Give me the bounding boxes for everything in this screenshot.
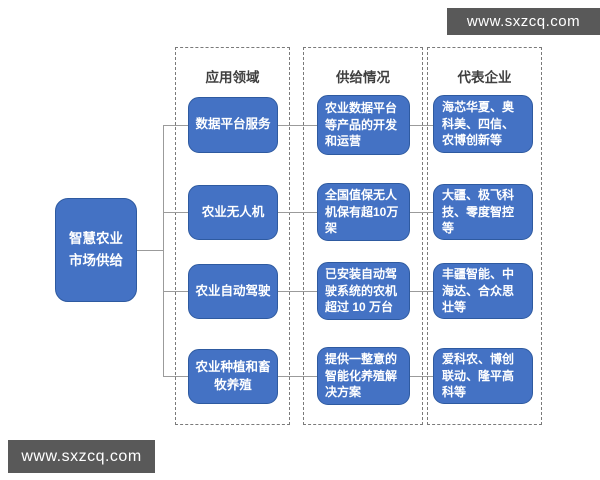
companies-node-planting-breeding: 爱科农、博创联动、隆平高科等: [433, 348, 533, 404]
connector-spine: [163, 125, 164, 377]
dashed-frame-applications: [175, 47, 290, 425]
column-header-applications: 应用领域: [205, 70, 260, 85]
dashed-frame-companies: [427, 47, 542, 425]
application-node-planting-breeding: 农业种植和畜牧养殖: [188, 349, 278, 404]
companies-node-data-platform: 海芯华夏、奥科美、四信、农博创新等: [433, 95, 533, 153]
supply-node-agricultural-drone: 全国值保无人机保有超10万架: [317, 183, 410, 241]
connector-spine-to-row3: [163, 291, 188, 292]
watermark-top-right: www.sxzcq.com: [447, 8, 600, 35]
root-node-label-line2: 市场供给: [69, 253, 123, 268]
companies-node-agricultural-drone: 大疆、极飞科技、零度智控等: [433, 184, 533, 240]
connector-row4-app-to-supply: [278, 376, 317, 377]
column-header-companies: 代表企业: [457, 70, 512, 85]
application-node-data-platform: 数据平台服务: [188, 97, 278, 153]
connector-row2-supply-to-companies: [410, 212, 433, 213]
root-node-label-line1: 智慧农业: [69, 230, 123, 246]
connector-spine-to-row1: [163, 125, 188, 126]
application-node-agricultural-drone: 农业无人机: [188, 185, 278, 240]
dashed-frame-supply: [303, 47, 423, 425]
connector-root-to-spine: [137, 250, 163, 251]
root-node-smart-agriculture-market-supply: 智慧农业 市场供给: [55, 198, 137, 302]
supply-node-data-platform: 农业数据平台等产品的开发和运营: [317, 95, 410, 155]
connector-spine-to-row4: [163, 376, 188, 377]
connector-row2-app-to-supply: [278, 212, 317, 213]
supply-node-planting-breeding: 提供一整意的智能化养殖解决方案: [317, 347, 410, 405]
connector-row4-supply-to-companies: [410, 376, 433, 377]
watermark-bottom-left: www.sxzcq.com: [8, 440, 155, 473]
connector-row1-app-to-supply: [278, 125, 317, 126]
connector-spine-to-row2: [163, 212, 188, 213]
supply-node-autonomous-driving: 已安装自动驾驶系统的农机超过 10 万台: [317, 262, 410, 320]
application-node-autonomous-driving: 农业自动驾驶: [188, 264, 278, 319]
column-header-supply: 供给情况: [336, 70, 390, 85]
companies-node-autonomous-driving: 丰疆智能、中海达、合众思壮等: [433, 263, 533, 319]
connector-row3-supply-to-companies: [410, 291, 433, 292]
connector-row3-app-to-supply: [278, 291, 317, 292]
connector-row1-supply-to-companies: [410, 125, 433, 126]
